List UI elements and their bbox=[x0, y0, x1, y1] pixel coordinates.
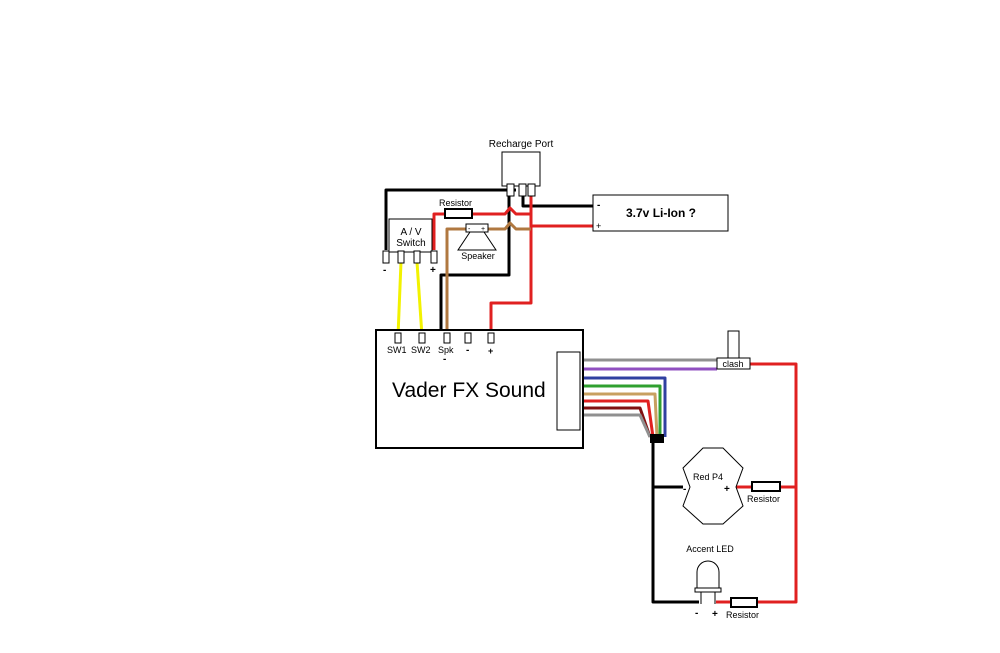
accent-led-minus-label: - bbox=[695, 608, 698, 619]
wire-sw1 bbox=[396, 261, 403, 337]
wire-sw2 bbox=[415, 261, 424, 337]
resistor-p4-body bbox=[751, 481, 781, 492]
bus-wire-red bbox=[581, 399, 655, 438]
red-p4-led: Red P4 - + bbox=[682, 447, 744, 525]
wire-positive-switch-resistor bbox=[432, 212, 445, 250]
av-switch-pin-sw2 bbox=[413, 250, 421, 264]
clash-switch-body bbox=[716, 357, 751, 370]
speaker-label: Speaker bbox=[461, 251, 495, 261]
wire-positive-battery-to-board bbox=[489, 224, 594, 336]
resistor-p4-label: Resistor bbox=[747, 494, 780, 504]
av-switch-minus-label: - bbox=[383, 265, 386, 276]
battery: - + 3.7v Li-Ion ? bbox=[592, 194, 729, 232]
sound-board-label: Vader FX Sound bbox=[392, 379, 546, 402]
wires bbox=[384, 188, 798, 604]
accent-led: Accent LED - + bbox=[686, 544, 734, 620]
red-p4-plus-label: + bbox=[724, 484, 730, 495]
board-pin-sw2 bbox=[418, 332, 426, 344]
resistor-led: Resistor bbox=[726, 597, 759, 620]
speaker-terminal-minus: - bbox=[468, 226, 471, 233]
resistor-led-label: Resistor bbox=[726, 610, 759, 620]
resistor-led-body bbox=[730, 597, 758, 608]
wire-positive-resistor-out bbox=[472, 206, 531, 216]
resistor-p4: Resistor bbox=[747, 481, 781, 504]
bus-wire-tan bbox=[581, 392, 659, 438]
clash-switch-label: clash bbox=[722, 359, 743, 369]
wire-positive-right-loop bbox=[750, 362, 798, 604]
av-switch-pin-plus bbox=[430, 250, 438, 264]
av-switch: A / V Switch - + bbox=[382, 218, 438, 276]
red-p4-label: Red P4 bbox=[693, 472, 723, 482]
bus-wire-green bbox=[581, 384, 662, 437]
junction-block bbox=[650, 434, 664, 443]
board-pin-spk-label: Spk bbox=[438, 345, 454, 355]
sound-board-connector bbox=[556, 351, 581, 431]
recharge-port-pin-1 bbox=[506, 183, 515, 197]
wire-speaker-to-board bbox=[445, 227, 466, 336]
resistor-top: Resistor bbox=[439, 198, 473, 219]
board-pin-sw1 bbox=[394, 332, 402, 344]
bus-wire-gray-lower bbox=[581, 413, 652, 438]
av-switch-plus-label: + bbox=[430, 265, 436, 276]
sound-board-body bbox=[375, 329, 584, 449]
bus-wire-blue bbox=[581, 376, 667, 437]
wire-ground-port-to-board bbox=[439, 192, 511, 336]
wire-ground-port-to-battery bbox=[521, 195, 594, 208]
recharge-port-label: Recharge Port bbox=[489, 139, 554, 150]
battery-label: 3.7v Li-Ion ? bbox=[626, 206, 696, 220]
av-switch-label-line2: Switch bbox=[396, 238, 425, 249]
board-pin-spk-minus-label: - bbox=[443, 354, 446, 365]
battery-body bbox=[592, 194, 729, 232]
board-pin-plus bbox=[487, 332, 495, 344]
recharge-port-pin-3 bbox=[527, 183, 536, 197]
board-pin-minus-label: - bbox=[466, 345, 469, 356]
red-p4-outline bbox=[682, 447, 744, 525]
recharge-port: Recharge Port bbox=[489, 139, 554, 197]
battery-minus-label: - bbox=[597, 200, 600, 211]
board-pin-minus bbox=[464, 332, 472, 344]
battery-plus-label: + bbox=[596, 221, 601, 231]
red-p4-minus-label: - bbox=[683, 484, 686, 495]
bus-wire-darkred bbox=[581, 406, 652, 438]
speaker-cone bbox=[457, 231, 497, 251]
wire-speaker-crossing bbox=[488, 221, 531, 231]
resistor-top-label: Resistor bbox=[439, 198, 472, 208]
resistor-top-body bbox=[444, 208, 473, 219]
board-pin-sw1-label: SW1 bbox=[387, 345, 407, 355]
accent-led-label: Accent LED bbox=[686, 544, 734, 554]
accent-led-body bbox=[696, 560, 720, 591]
clash-switch: clash bbox=[716, 330, 751, 370]
av-switch-pin-sw1 bbox=[397, 250, 405, 264]
speaker-terminal-plus: + bbox=[481, 226, 485, 233]
board-pin-plus-label: + bbox=[488, 346, 493, 356]
clash-switch-plunger bbox=[727, 330, 740, 360]
av-switch-pin-minus bbox=[382, 250, 390, 264]
sound-board: Vader FX Sound SW1 SW2 Spk - + - bbox=[375, 329, 584, 449]
accent-led-rim bbox=[694, 587, 722, 593]
board-pin-spk bbox=[443, 332, 451, 344]
accent-led-plus-label: + bbox=[712, 609, 718, 620]
av-switch-label-line1: A / V bbox=[400, 227, 421, 238]
wire-ground-led-chain bbox=[651, 440, 699, 604]
recharge-port-pin-2 bbox=[518, 183, 527, 197]
board-pin-sw2-label: SW2 bbox=[411, 345, 431, 355]
recharge-port-body bbox=[501, 151, 541, 187]
av-switch-body bbox=[388, 218, 433, 253]
wire-ground-switch-loop bbox=[384, 188, 516, 250]
speaker: - + Speaker bbox=[457, 223, 497, 261]
